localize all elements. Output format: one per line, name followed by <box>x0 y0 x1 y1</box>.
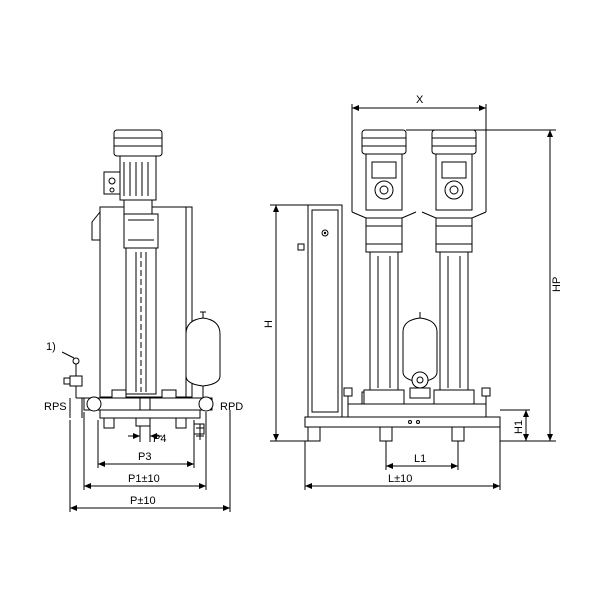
side-view <box>61 129 231 512</box>
side-manifold <box>83 389 214 435</box>
h1-label: H1 <box>513 420 525 434</box>
dim-p <box>69 410 231 512</box>
front-tank-gauge <box>402 312 438 399</box>
front-pump-2 <box>421 129 487 405</box>
side-pump-column <box>123 213 159 395</box>
front-pump-1 <box>351 129 417 405</box>
h-label: H <box>263 320 275 328</box>
front-control-panel <box>297 204 343 418</box>
dim-l1 <box>385 441 459 470</box>
rpd-label: RPD <box>220 401 243 413</box>
p1-label: P1±10 <box>128 473 160 485</box>
dim-l <box>304 427 501 490</box>
dim-x <box>351 104 487 212</box>
dim-p4 <box>128 424 204 442</box>
l-label: L±10 <box>388 473 412 485</box>
front-view <box>270 104 556 490</box>
note-label: 1) <box>46 341 56 353</box>
side-expansion-tank <box>185 311 221 398</box>
rps-label: RPS <box>44 401 67 413</box>
side-motor <box>103 129 163 215</box>
p-label: P±10 <box>130 495 156 507</box>
dim-hp <box>406 129 556 442</box>
rps-valve <box>63 357 88 418</box>
dim-p1 <box>83 412 207 490</box>
dim-h <box>270 204 308 442</box>
hp-label: HP <box>551 277 563 292</box>
p3-label: P3 <box>138 451 151 463</box>
x-label: X <box>416 94 424 106</box>
dim-p3 <box>97 420 195 468</box>
l1-label: L1 <box>414 453 426 465</box>
dim-h1 <box>500 409 530 441</box>
p4-label: P4 <box>153 433 166 445</box>
note-leader <box>61 351 75 359</box>
